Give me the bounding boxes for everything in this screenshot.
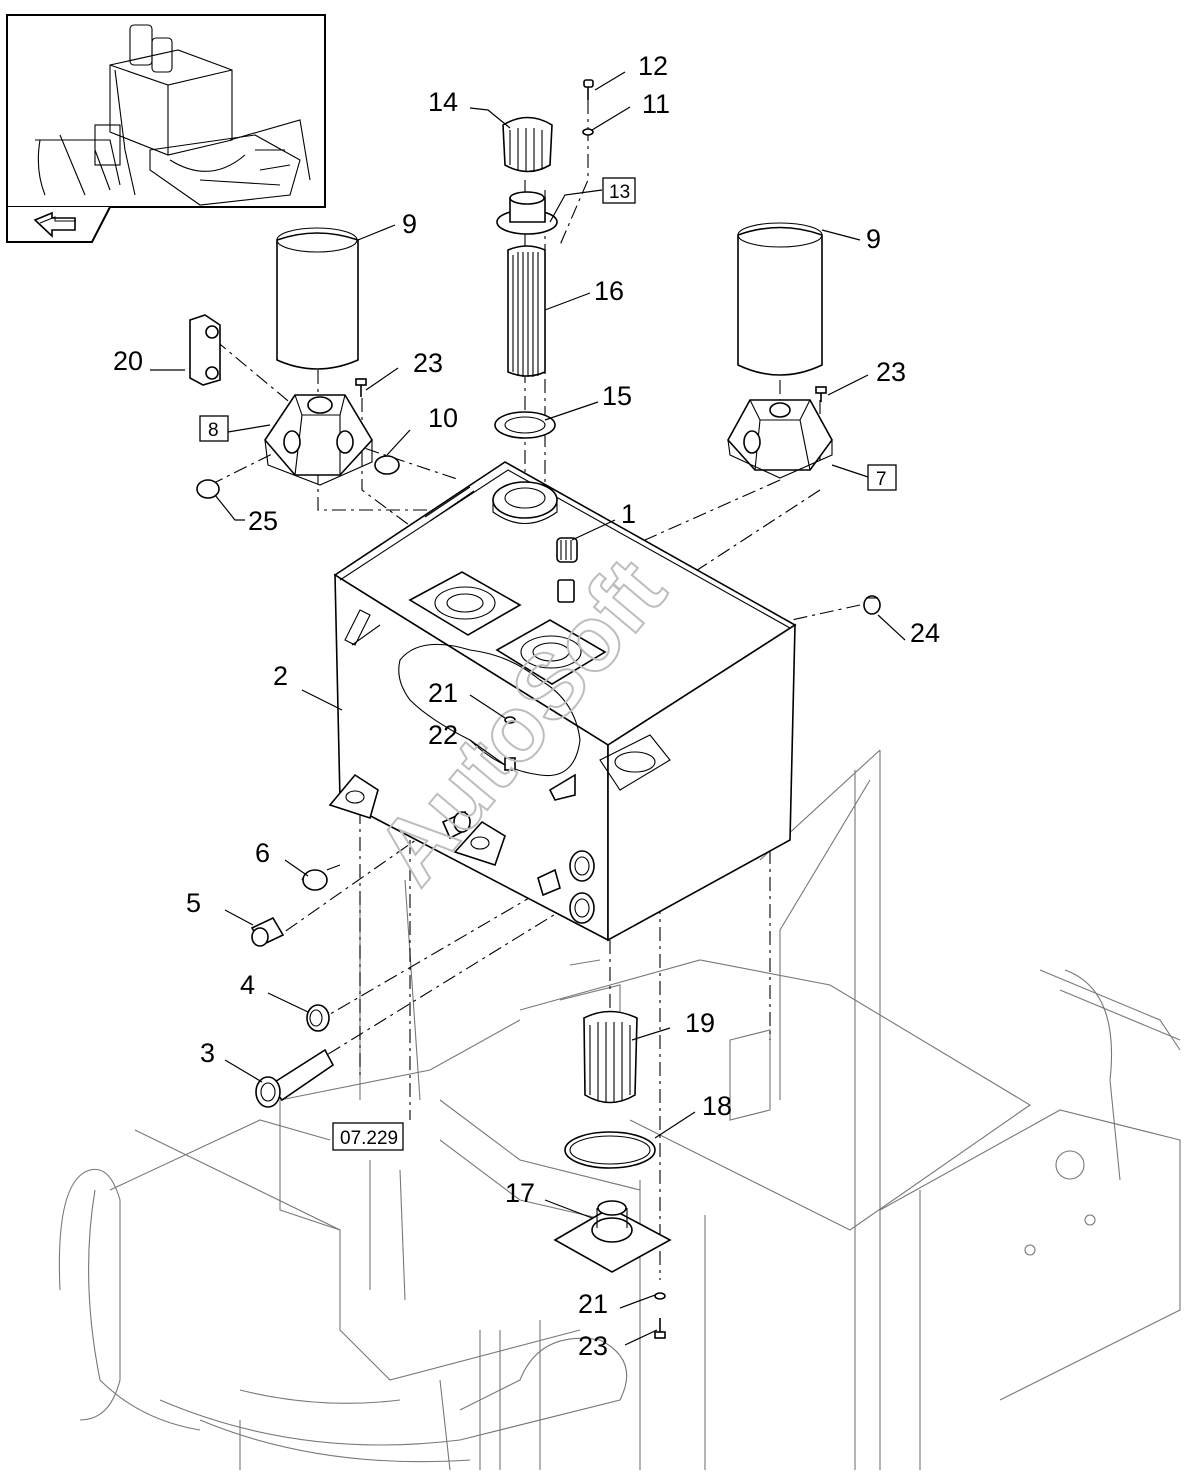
- callout-8: 8: [208, 420, 219, 441]
- seal-ring: [564, 1131, 656, 1169]
- return-filter: [583, 1010, 638, 1104]
- callout-10: 10: [428, 403, 458, 433]
- cap-5: [250, 916, 285, 947]
- callout-18: 18: [702, 1091, 732, 1121]
- breather-cap: [556, 537, 578, 603]
- plug-24: [863, 595, 881, 615]
- plug-4: [306, 1004, 330, 1032]
- callout-24: 24: [910, 618, 940, 648]
- washer-21-bottom: [654, 1292, 666, 1300]
- filter-base-17: [553, 1200, 672, 1273]
- callout-17: 17: [505, 1178, 535, 1208]
- machine-frame: [58, 749, 1181, 1471]
- arrow-back-icon[interactable]: [33, 211, 76, 238]
- strainer-element: [507, 245, 546, 377]
- callout-8-box: [199, 415, 229, 442]
- filler-cap: [502, 116, 553, 173]
- callout-15: 15: [602, 381, 632, 411]
- callout-20: 20: [113, 346, 143, 376]
- callout-6: 6: [255, 838, 270, 868]
- screw-23-bottom: [654, 1318, 666, 1339]
- callout-13-box: [602, 177, 636, 204]
- plug-25: [196, 479, 220, 499]
- callout-2: 2: [273, 661, 288, 691]
- filler-neck: [496, 191, 558, 235]
- filter-canister-left: [276, 227, 359, 370]
- screw-23-right: [815, 386, 827, 402]
- callout-23-right: 23: [876, 357, 906, 387]
- callout-12: 12: [638, 51, 668, 81]
- filter-head-right: [727, 399, 833, 479]
- callout-19: 19: [685, 1008, 715, 1038]
- callout-5: 5: [186, 888, 201, 918]
- callout-25: 25: [248, 506, 278, 536]
- gasket: [494, 411, 556, 439]
- inset-overview: [6, 14, 326, 243]
- callout-3: 3: [200, 1038, 215, 1068]
- plug-10: [374, 455, 400, 475]
- pipe-fitting-3: [255, 1048, 335, 1108]
- leader-lines: [150, 71, 906, 1346]
- washer-21: [504, 716, 516, 724]
- callout-21-top: 21: [428, 678, 458, 708]
- filter-canister-right: [737, 222, 823, 376]
- callout-7-box: [867, 464, 897, 491]
- screw-top: [582, 79, 594, 136]
- clamp-6: [302, 869, 328, 891]
- callout-13: 13: [609, 182, 630, 203]
- callout-23-left: 23: [413, 348, 443, 378]
- callout-11: 11: [642, 89, 670, 119]
- callout-23-bottom: 23: [578, 1331, 608, 1361]
- callout-labels: 12 11 14 13 9 9 16 20 23 23 15 10 8 7 25…: [113, 51, 940, 1361]
- screw-23-left: [355, 378, 367, 397]
- callout-16: 16: [594, 276, 624, 306]
- cross-reference-box[interactable]: 07.229: [332, 1122, 404, 1151]
- hydraulic-tank: [328, 461, 797, 942]
- sight-gauge: [189, 314, 221, 386]
- cross-reference-label: 07.229: [340, 1128, 398, 1149]
- drain-fitting-22: [504, 757, 516, 771]
- filter-head-left: [263, 394, 373, 486]
- callout-1: 1: [621, 499, 636, 529]
- callout-14: 14: [428, 87, 458, 117]
- callout-9-right: 9: [866, 224, 881, 254]
- callout-21-bottom: 21: [578, 1289, 608, 1319]
- callout-4: 4: [240, 970, 255, 1000]
- callout-22: 22: [428, 720, 458, 750]
- callout-9-left: 9: [402, 209, 417, 239]
- callout-7: 7: [876, 469, 887, 490]
